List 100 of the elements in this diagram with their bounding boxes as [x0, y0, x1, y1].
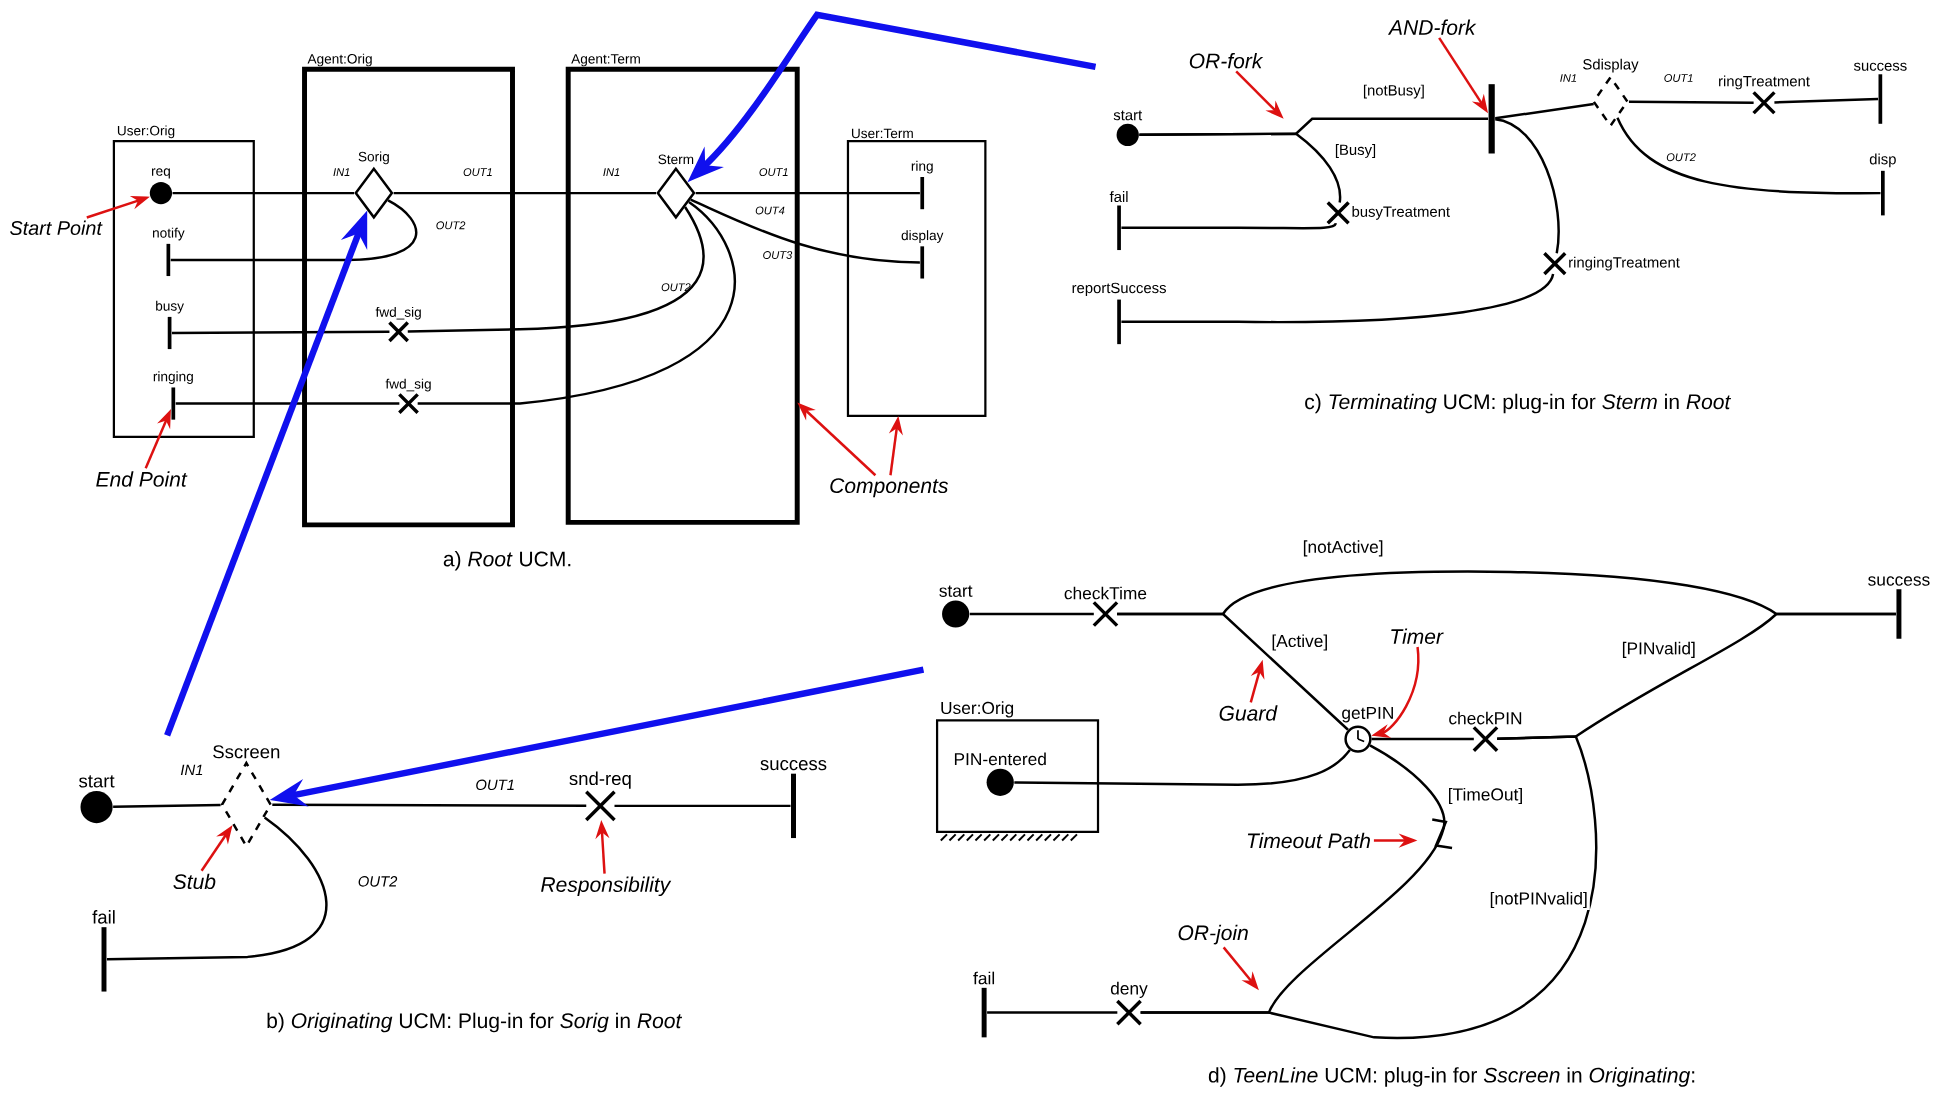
path-line	[1774, 97, 1879, 104]
node-label: Sorig	[358, 151, 389, 165]
path-line	[170, 199, 418, 262]
end-point: success	[760, 759, 827, 838]
responsibility-cross: busyTreatment	[1326, 200, 1450, 225]
responsibility-cross: fwd_sig	[375, 306, 421, 343]
end-point: display	[901, 230, 944, 279]
path-line	[695, 191, 920, 195]
end-point: disp	[1869, 153, 1896, 216]
path-line	[1495, 102, 1594, 120]
node-label: Agent:Orig	[307, 53, 372, 67]
path-line	[172, 191, 355, 195]
port-label: OUT1	[1664, 73, 1693, 82]
path-line	[1121, 273, 1555, 324]
path-line	[1494, 117, 1560, 254]
node-label: start	[939, 585, 973, 597]
path-line	[1628, 100, 1754, 104]
end-point: success	[1868, 576, 1930, 639]
node-label: success	[1853, 62, 1907, 71]
node-label: success	[760, 759, 827, 771]
node-label: User:Orig	[941, 701, 1014, 718]
start-point: PIN-entered	[954, 752, 1046, 796]
end-point: fail	[92, 909, 115, 992]
port-label: OUT4	[755, 206, 785, 215]
path-line	[1616, 117, 1881, 195]
node-label: ringing	[153, 371, 193, 384]
port-label: IN1	[1560, 74, 1577, 82]
node-label: Sdisplay	[1583, 58, 1639, 73]
path-line	[1371, 737, 1474, 741]
path-line	[407, 206, 705, 333]
annotation-text: OR-join	[1178, 924, 1248, 945]
end-point: success	[1853, 62, 1907, 124]
node-label: User:Term	[851, 128, 913, 138]
node-label: success	[1868, 576, 1930, 586]
path-line	[106, 816, 328, 961]
path-line	[1121, 222, 1337, 230]
path-line	[987, 1011, 1118, 1014]
path-line	[1117, 612, 1349, 731]
node-label: busy	[156, 300, 184, 314]
annotation-text: AND-fork	[1387, 19, 1477, 35]
end-point: fail	[973, 971, 995, 1038]
responsibility-cross: checkPIN	[1449, 711, 1522, 753]
path-line	[614, 804, 791, 807]
node-label: Sscreen	[213, 745, 280, 759]
start-point: start	[1113, 110, 1143, 146]
end-point: fail	[1109, 190, 1128, 250]
path-line	[113, 803, 221, 808]
end-point: notify	[153, 227, 185, 276]
path-line	[171, 330, 390, 335]
start-point: start	[939, 585, 973, 628]
node-label: User:Orig	[117, 125, 175, 139]
port-label: IN1	[180, 764, 203, 775]
node-label: display	[901, 230, 944, 243]
path-line	[969, 612, 1094, 616]
responsibility-cross: checkTime	[1064, 586, 1147, 628]
path-line	[272, 803, 587, 807]
caption: b) Originating UCM: Plug-in for Sorig in Root	[267, 1012, 683, 1033]
node-label: PIN-entered	[954, 752, 1046, 766]
node-label: Agent:Term	[571, 54, 640, 67]
annotation-text: Stub	[173, 873, 216, 889]
caption: c) Terminating UCM: plug-in for Sterm in Root	[1305, 393, 1732, 414]
fork-bar	[1488, 84, 1495, 154]
path-line	[1140, 744, 1446, 1014]
node-label: disp	[1869, 153, 1896, 168]
edge-label: [TimeOut]	[1445, 785, 1526, 806]
node-label: reportSuccess	[1072, 282, 1167, 296]
annotation-text: Responsibility	[541, 876, 672, 896]
path-line	[393, 191, 657, 195]
port-label: OUT2	[1666, 153, 1696, 162]
port-label: OUT3	[763, 250, 793, 259]
annotation-text: Components	[830, 478, 948, 498]
node-label: fail	[92, 909, 115, 924]
node-label: fail	[973, 971, 995, 985]
node-label: req	[151, 168, 170, 179]
port-label: OUT1	[463, 168, 492, 176]
annotation-text: End Point	[96, 471, 188, 487]
annotation-text: Timeout Path	[1247, 832, 1370, 849]
path-line	[175, 402, 400, 405]
path-line	[1014, 749, 1351, 786]
annotation-text: Timer	[1391, 628, 1444, 644]
node-label: Sterm	[658, 154, 694, 164]
annotation-text: Guard	[1219, 705, 1278, 721]
start-point: req	[149, 168, 173, 205]
end-point: ringing	[153, 371, 193, 420]
edge-label: [notBusy]	[1360, 82, 1427, 101]
path-line	[1139, 132, 1342, 203]
annotation-text: Start Point	[10, 220, 103, 235]
caption: a) Root UCM.	[443, 550, 571, 571]
node-label: notify	[152, 227, 185, 241]
edge-label: [Busy]	[1332, 142, 1379, 160]
port-label: IN1	[603, 168, 620, 176]
node-label: start	[1113, 110, 1143, 121]
port-label: OUT2	[436, 221, 466, 230]
responsibility-cross: snd-req	[569, 771, 631, 822]
path-line	[690, 198, 920, 264]
annotation-text: OR-fork	[1189, 52, 1264, 69]
edge-label: [Active]	[1269, 632, 1331, 653]
port-label: OUT1	[759, 168, 788, 176]
node-label: fail	[1109, 190, 1128, 202]
port-label: OUT2	[661, 283, 691, 291]
